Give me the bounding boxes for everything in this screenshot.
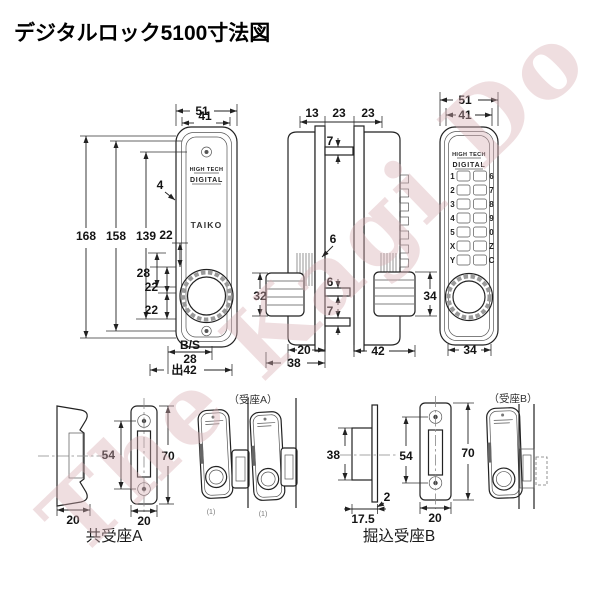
mortise-cavity-outline bbox=[535, 456, 548, 486]
key-button bbox=[456, 170, 471, 182]
dim-receiver-b-plate-width: 20 bbox=[428, 511, 442, 525]
connecting-bolt-top bbox=[324, 146, 354, 156]
dim-receiver-a-hole-pitch: 54 bbox=[102, 448, 116, 462]
receiver-b: （受座B） 38 2 17.5 54 70 bbox=[327, 392, 548, 545]
side-view-dimensions: 13 23 23 7 6 6 7 32 34 20 bbox=[252, 106, 437, 370]
svg-text:X: X bbox=[450, 242, 456, 251]
installed-view-1 bbox=[197, 409, 234, 499]
dim-side-case-depth: 20 bbox=[297, 343, 311, 357]
dim-receiver-b-box-depth: 17.5 bbox=[351, 512, 375, 526]
keypad-row: 1 6 bbox=[450, 170, 494, 182]
svg-text:5: 5 bbox=[450, 228, 455, 237]
receiver-bracket bbox=[231, 449, 250, 489]
knob-icon bbox=[444, 272, 494, 322]
dim-front-offset-top: 22 bbox=[159, 228, 173, 242]
svg-text:9: 9 bbox=[489, 214, 494, 223]
dim-receiver-b-box-height: 38 bbox=[327, 448, 341, 462]
receiver-b-faceplate bbox=[371, 404, 379, 503]
receiver-bracket bbox=[519, 448, 535, 489]
keypad-view: HIGH TECH DIGITAL 1 6 2 7 3 8 4 9 bbox=[439, 126, 499, 346]
dim-front-height-b: 158 bbox=[106, 229, 126, 243]
receiver-a: （受座A） 20 54 70 20 共受座A bbox=[38, 393, 298, 545]
dim-front-width-inner: 41 bbox=[198, 109, 212, 123]
receiver-a-note: （受座A） bbox=[228, 393, 277, 406]
receiver-b-box bbox=[351, 427, 373, 481]
dim-side-bolt-top: 7 bbox=[327, 134, 334, 148]
installed-view-b bbox=[486, 407, 523, 499]
keypad-row: 2 7 bbox=[450, 184, 494, 196]
dim-receiver-a-plate-height: 70 bbox=[161, 449, 175, 463]
key-bump bbox=[399, 174, 409, 184]
dim-front-height-c: 139 bbox=[136, 229, 156, 243]
brand-line2: DIGITAL bbox=[452, 162, 485, 169]
dim-side-bolt-bottom: 7 bbox=[327, 304, 334, 318]
keypad-row: 5 0 bbox=[450, 226, 494, 238]
keypad-row: 4 9 bbox=[450, 212, 494, 224]
front-view: HIGH TECH DIGITAL TAIKO bbox=[175, 126, 238, 348]
page-title: デジタルロック5100寸法図 bbox=[14, 21, 270, 45]
dim-side-body-depth: 13 bbox=[305, 106, 319, 120]
side-view bbox=[265, 125, 416, 352]
key-button bbox=[473, 170, 487, 182]
keypad-row: 3 8 bbox=[450, 198, 494, 210]
screw-icon bbox=[201, 325, 212, 337]
knob-side-back bbox=[373, 271, 416, 317]
dim-front-offset-b: 22 bbox=[145, 280, 159, 294]
dim-receiver-a-plate-width: 20 bbox=[137, 514, 151, 528]
svg-text:Z: Z bbox=[489, 242, 494, 251]
dim-front-offset-a: 28 bbox=[137, 266, 151, 280]
knob-icon bbox=[179, 268, 234, 324]
dim-side-front-depth: 38 bbox=[287, 356, 301, 370]
dim-receiver-b-hole-pitch: 54 bbox=[399, 449, 413, 463]
dim-front-edge: 4 bbox=[157, 178, 164, 192]
receiver-bracket bbox=[280, 447, 298, 487]
brand-line1: HIGH TECH bbox=[190, 167, 224, 173]
svg-text:8: 8 bbox=[489, 200, 494, 209]
svg-text:C: C bbox=[489, 256, 495, 265]
dim-front-backset-value: 28 bbox=[183, 352, 197, 366]
figure-caption: (1) bbox=[207, 509, 216, 516]
dim-receiver-b-lip: 2 bbox=[384, 490, 391, 504]
front-view-dimensions: 51 41 4 168 158 139 22 28 22 bbox=[76, 104, 238, 377]
figure-caption: (1) bbox=[259, 511, 268, 518]
dim-side-knob-front: 32 bbox=[253, 289, 267, 303]
svg-text:2: 2 bbox=[450, 186, 455, 195]
keypad-view-dimensions: 51 41 34 bbox=[439, 92, 499, 357]
svg-text:3: 3 bbox=[450, 200, 455, 209]
svg-text:4: 4 bbox=[450, 214, 455, 223]
brand-line2: DIGITAL bbox=[190, 177, 223, 184]
receiver-a-caption: 共受座A bbox=[86, 527, 144, 545]
dim-front-width-outer: 51 bbox=[195, 104, 209, 118]
dim-side-knob-back: 34 bbox=[423, 289, 437, 303]
dim-front-height-a: 168 bbox=[76, 229, 96, 243]
dim-side-gap-mid: 6 bbox=[327, 275, 334, 289]
receiver-b-note: （受座B） bbox=[488, 392, 537, 405]
dim-front-protrusion: 出42 bbox=[171, 362, 197, 377]
dim-side-door-a: 23 bbox=[332, 106, 346, 120]
dim-receiver-a-side-depth: 20 bbox=[66, 513, 80, 527]
screw-icon bbox=[201, 146, 212, 158]
dim-keypad-knob-width: 34 bbox=[463, 343, 477, 357]
svg-text:Y: Y bbox=[450, 256, 456, 265]
dim-side-back-depth: 42 bbox=[371, 344, 385, 358]
dim-receiver-b-plate-height: 70 bbox=[461, 446, 475, 460]
taiko-logo: TAIKO bbox=[191, 220, 223, 230]
svg-text:0: 0 bbox=[489, 228, 494, 237]
dim-side-plate-thickness: 6 bbox=[330, 232, 337, 246]
receiver-b-caption: 掘込受座B bbox=[363, 527, 435, 545]
lock-body-front bbox=[175, 126, 238, 348]
dim-side-door-b: 23 bbox=[361, 106, 375, 120]
svg-text:7: 7 bbox=[489, 186, 494, 195]
keypad-row: X Z bbox=[450, 240, 494, 252]
svg-text:1: 1 bbox=[450, 172, 455, 181]
dim-front-offset-c: 22 bbox=[145, 303, 159, 317]
svg-text:6: 6 bbox=[489, 172, 494, 181]
brand-line1: HIGH TECH bbox=[452, 152, 486, 158]
dim-keypad-width-inner: 41 bbox=[458, 108, 472, 122]
keypad-row: Y C bbox=[450, 254, 495, 266]
installed-view-2 bbox=[249, 411, 286, 501]
dim-front-backset-label: B/S bbox=[180, 338, 200, 352]
dim-keypad-width-outer: 51 bbox=[458, 93, 472, 107]
